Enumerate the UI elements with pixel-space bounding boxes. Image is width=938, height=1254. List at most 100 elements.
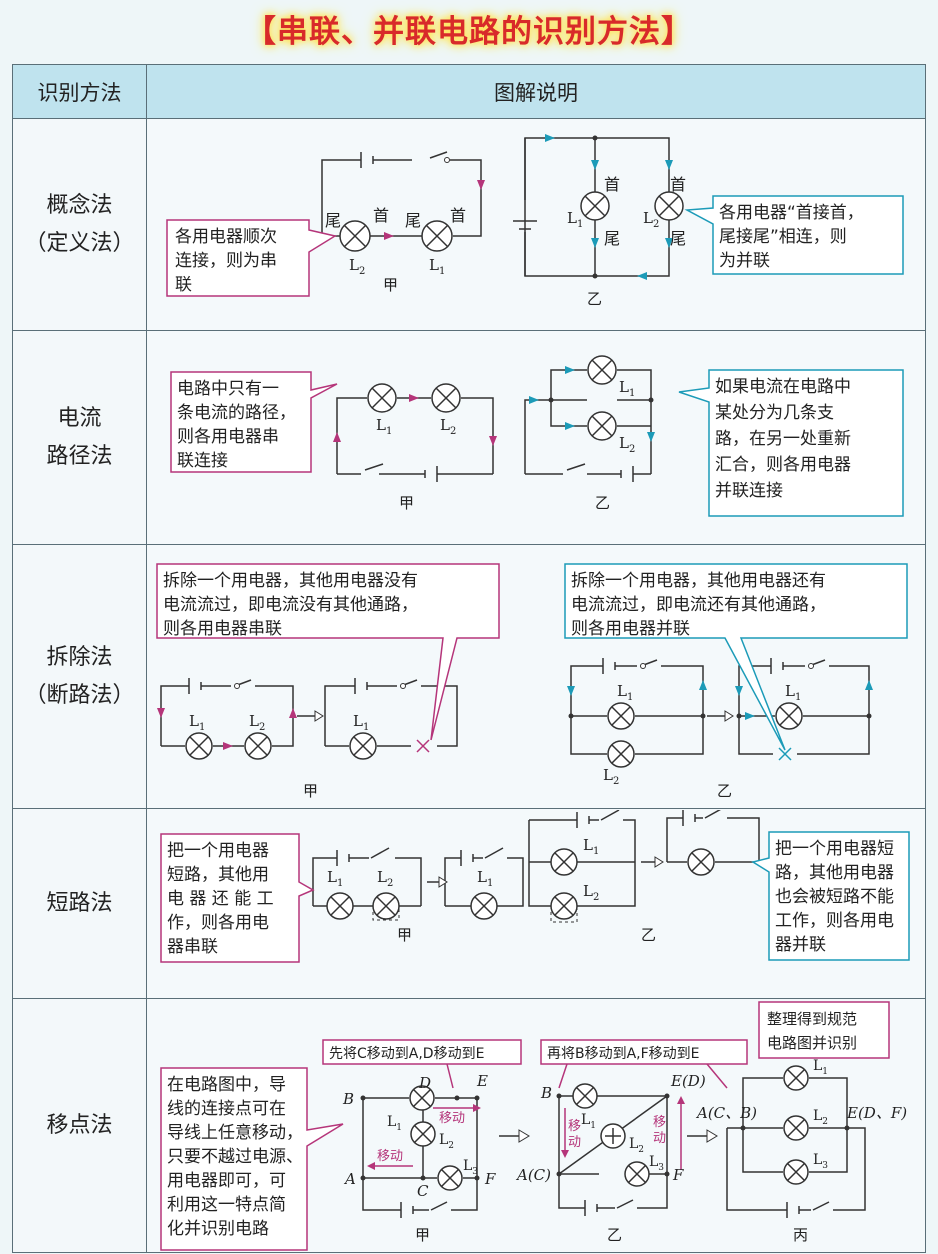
parallel-note-line: 工作，则各用电	[775, 911, 894, 931]
parallel-note-line: 电流流过，即电流还有其他通路，	[571, 595, 826, 615]
note-line: 导线上任意移动，	[167, 1123, 303, 1143]
caption-c: 丙	[793, 1226, 808, 1244]
parallel-note-line: 各用电器“首接首，	[719, 203, 864, 223]
tail-label: 尾	[405, 211, 421, 230]
lamp-l1-label: L1	[327, 868, 343, 889]
caption-a: 甲	[397, 926, 412, 944]
move-point-diagram: 移动 移动 移 动 移 动 B D E A C F	[160, 1000, 907, 1251]
node-label: F	[484, 1170, 496, 1188]
note-line: 在电路图中，导	[167, 1075, 286, 1095]
lamp-l1-label: L1	[619, 378, 635, 399]
table-header-row: 识别方法 图解说明	[12, 64, 926, 119]
diagram-cell: L1 L2 L1 L2 甲 乙 电路中只有一 条电流的路径， 则各用电器串 联连…	[146, 330, 926, 545]
caption-b: 乙	[595, 494, 610, 512]
head-label: 首	[373, 206, 389, 225]
series-note-line: 把一个用电器	[167, 841, 269, 861]
lamp-l1-label: L1	[581, 1112, 596, 1131]
series-note-line: 各用电器顺次	[175, 227, 277, 247]
method-cell: 短路法	[12, 808, 147, 999]
parallel-note-line: 某处分为几条支	[715, 403, 834, 423]
lamp-l1-label: L1	[189, 712, 205, 733]
caption-a: 甲	[383, 276, 398, 294]
lamp-l1-label: L1	[429, 256, 445, 277]
diagram-cell: 移动 移动 移 动 移 动 B D E A C F	[146, 998, 926, 1253]
step3-box	[758, 1000, 890, 1059]
parallel-note-line: 路，其他用电器	[775, 863, 894, 883]
node-label: A(C、B)	[695, 1104, 757, 1122]
move-label: 移动	[377, 1149, 403, 1164]
node-label: C	[417, 1182, 429, 1200]
node-label: B	[342, 1090, 354, 1108]
node-label: E(D)	[670, 1072, 706, 1090]
lamp-l2-label: L2	[249, 712, 265, 733]
caption-b: 乙	[607, 1226, 622, 1244]
caption-b: 乙	[587, 290, 602, 308]
removal-diagram: L1 L2 L1 L1 L2 L1 甲 乙 拆除一个用电器，其他用电器没有 电流…	[156, 562, 908, 800]
node-label: A(C)	[515, 1166, 551, 1184]
method-name: 路径法	[46, 443, 113, 469]
head-label: 首	[604, 175, 620, 194]
step1-box	[322, 1038, 522, 1065]
method-name: 短路法	[46, 890, 113, 916]
tail-label: 尾	[604, 229, 620, 248]
lamp-l2-label: L2	[439, 1132, 454, 1151]
diagram-cell: 尾 首 尾 首 首 尾 首 尾 L2 L1 L1 L2 甲 乙	[146, 118, 926, 331]
node-label: B	[540, 1084, 552, 1102]
series-note-line: 连接，则为串	[175, 251, 277, 271]
series-note-line: 联连接	[177, 451, 228, 471]
note-line: 利用这一特点简	[167, 1195, 286, 1215]
method-name-alt: （定义法）	[24, 230, 135, 256]
tail-label: 尾	[670, 229, 686, 248]
series-note-line: 器串联	[167, 937, 218, 957]
series-note-line: 则各用电器串联	[163, 619, 282, 639]
diagram-cell: L1 L2 L1 L1 L2 L1 甲 乙 拆除一个用电器，其他用电器没有 电流…	[146, 544, 926, 809]
caption-b: 乙	[717, 782, 732, 800]
lamp-l1-label: L1	[813, 1058, 828, 1077]
parallel-note-line: 拆除一个用电器，其他用电器还有	[571, 571, 826, 591]
page-title: 【串联、并联电路的识别方法】	[245, 14, 693, 50]
lamp-l1-label: L1	[353, 712, 369, 733]
lamp-l2-label: L2	[377, 868, 393, 889]
tail-label: 尾	[325, 211, 341, 230]
method-name-alt: （断路法）	[24, 682, 135, 708]
lamp-l2-label: L2	[603, 766, 619, 787]
series-note-line: 联	[175, 275, 192, 295]
node-label: F	[672, 1166, 684, 1184]
header-diagram: 图解说明	[146, 64, 926, 119]
step3-text: 整理得到规范	[767, 1010, 857, 1028]
lamp-l2-label: L2	[813, 1108, 828, 1127]
note-line: 线的连接点可在	[167, 1099, 286, 1119]
note-line: 只要不越过电源、	[167, 1147, 303, 1167]
table-row: 移点法	[12, 998, 926, 1253]
head-label: 首	[450, 206, 466, 225]
move-label: 移	[568, 1119, 581, 1134]
lamp-l3-label: L3	[813, 1152, 828, 1171]
method-cell: 移点法	[12, 998, 147, 1253]
short-circuit-diagram: L1 L2 L1 L1 L2 甲 乙 把一个用电器 短路，其他用 电 器 还 能…	[160, 809, 910, 963]
lamp-l1-label: L1	[567, 209, 583, 230]
method-name: 拆除法	[46, 644, 113, 670]
node-label: E	[476, 1072, 488, 1090]
method-cell: 电流 路径法	[12, 330, 147, 545]
lamp-l2-label: L2	[583, 882, 599, 903]
table-row: 短路法	[12, 808, 926, 999]
table-row: 概念法 （定义法）	[12, 118, 926, 331]
header-method: 识别方法	[12, 64, 147, 119]
step2-text: 再将B移动到A,F移动到E	[547, 1046, 700, 1062]
move-label: 动	[653, 1131, 666, 1146]
parallel-note-line: 如果电流在电路中	[715, 377, 851, 397]
move-label: 移动	[439, 1111, 465, 1126]
series-note-line: 短路，其他用	[167, 865, 269, 885]
method-name: 概念法	[46, 192, 113, 218]
move-label: 动	[568, 1135, 581, 1150]
node-label: D	[418, 1074, 431, 1092]
method-name: 电流	[57, 405, 102, 431]
parallel-note-line: 为并联	[719, 251, 770, 271]
step2-box	[540, 1038, 748, 1065]
method-cell: 概念法 （定义法）	[12, 118, 147, 331]
series-note-line: 电 器 还 能 工	[167, 889, 274, 909]
parallel-note-line: 器并联	[775, 935, 826, 955]
parallel-note-line: 汇合，则各用电器	[715, 455, 851, 475]
series-note-line: 作，则各用电	[167, 913, 269, 933]
table-row: 电流 路径法	[12, 330, 926, 545]
